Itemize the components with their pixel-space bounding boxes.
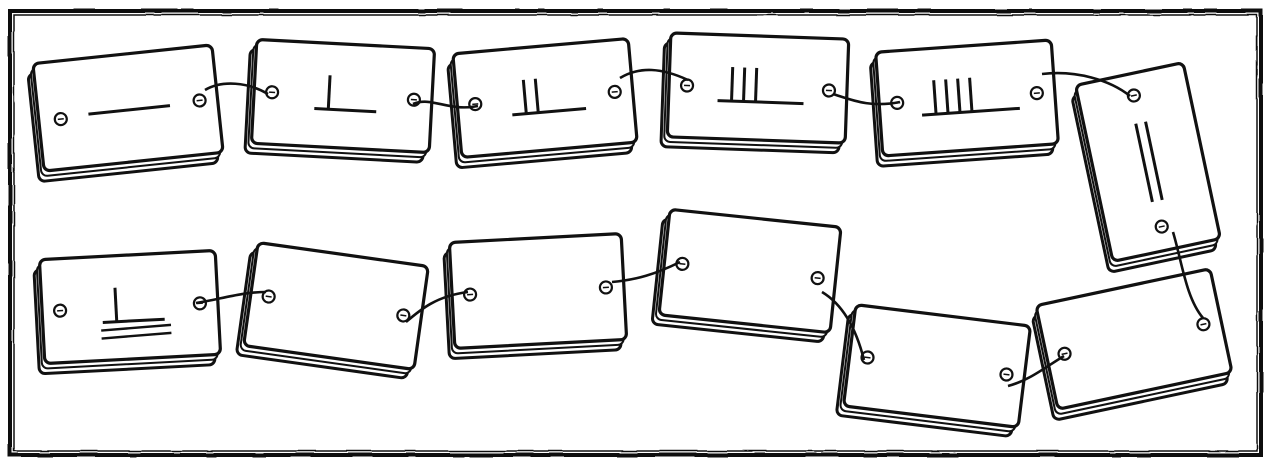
screw-slot xyxy=(1130,94,1137,97)
card-12 xyxy=(1031,268,1233,421)
tally-base xyxy=(921,106,1020,117)
tally-rod xyxy=(944,79,950,114)
tally-rod xyxy=(754,67,759,102)
connector-wire xyxy=(832,92,901,106)
extra-line xyxy=(101,323,172,332)
screw-slot xyxy=(196,99,203,102)
extra-line xyxy=(101,331,172,340)
screw-slot xyxy=(265,295,272,298)
card-3 xyxy=(446,37,639,169)
screw-slot xyxy=(400,314,407,317)
card-6 xyxy=(1071,62,1221,273)
card-5 xyxy=(869,38,1060,168)
card-face xyxy=(874,38,1060,158)
tally-rod xyxy=(1144,121,1164,201)
screw-slot xyxy=(679,262,686,265)
card-4 xyxy=(659,31,851,155)
connector-wire xyxy=(619,68,689,82)
card-face xyxy=(451,37,639,159)
card-9 xyxy=(442,232,628,360)
connector-wire xyxy=(1171,231,1204,319)
tally-base xyxy=(314,107,377,114)
card-face xyxy=(250,38,436,154)
screw-slot xyxy=(1158,225,1165,228)
connector-wire xyxy=(195,290,267,305)
tally-rod xyxy=(326,75,332,110)
connector-wire xyxy=(821,290,866,361)
tally-rod xyxy=(968,77,974,112)
connector-wire xyxy=(1041,71,1131,98)
tally-rod xyxy=(730,67,735,102)
screw-slot xyxy=(1061,352,1068,356)
card-face xyxy=(38,249,222,365)
connector-wire xyxy=(1007,354,1065,388)
card-face xyxy=(1035,268,1233,410)
tally-rod xyxy=(932,80,938,115)
connector-wire xyxy=(412,100,479,109)
screw-slot xyxy=(472,103,479,106)
card-face xyxy=(657,208,843,334)
card-face xyxy=(242,241,430,371)
tally-base xyxy=(717,99,804,106)
card-2 xyxy=(243,38,436,164)
tally-rod xyxy=(521,79,528,114)
screw-slot xyxy=(1200,322,1207,326)
card-11 xyxy=(835,303,1032,438)
screw-slot xyxy=(864,356,871,359)
tally-rod xyxy=(113,287,119,322)
tally-rod xyxy=(956,78,962,113)
screw-slot xyxy=(611,90,618,93)
card-face xyxy=(31,43,225,173)
connector-wire xyxy=(204,82,269,96)
card-7 xyxy=(32,249,222,376)
outer-frame xyxy=(8,9,1263,457)
card-8 xyxy=(235,241,430,380)
card-face xyxy=(842,303,1032,429)
tally-base xyxy=(102,317,165,324)
screw-slot xyxy=(1003,373,1010,376)
connector-wire xyxy=(611,260,681,284)
screw-slot xyxy=(814,277,821,280)
screw-slot xyxy=(57,118,64,121)
connector-wire xyxy=(405,290,469,323)
tally-rod xyxy=(742,67,747,102)
card-1 xyxy=(27,43,225,183)
tally-rod xyxy=(533,78,540,113)
card-10 xyxy=(651,208,843,343)
tally-base xyxy=(512,106,587,117)
connectors-layer xyxy=(195,68,1204,388)
card-face xyxy=(1075,62,1221,262)
card-face xyxy=(665,31,851,145)
tally-rod xyxy=(1134,123,1154,203)
dash-mark xyxy=(88,104,171,116)
cards-layer xyxy=(27,31,1233,438)
